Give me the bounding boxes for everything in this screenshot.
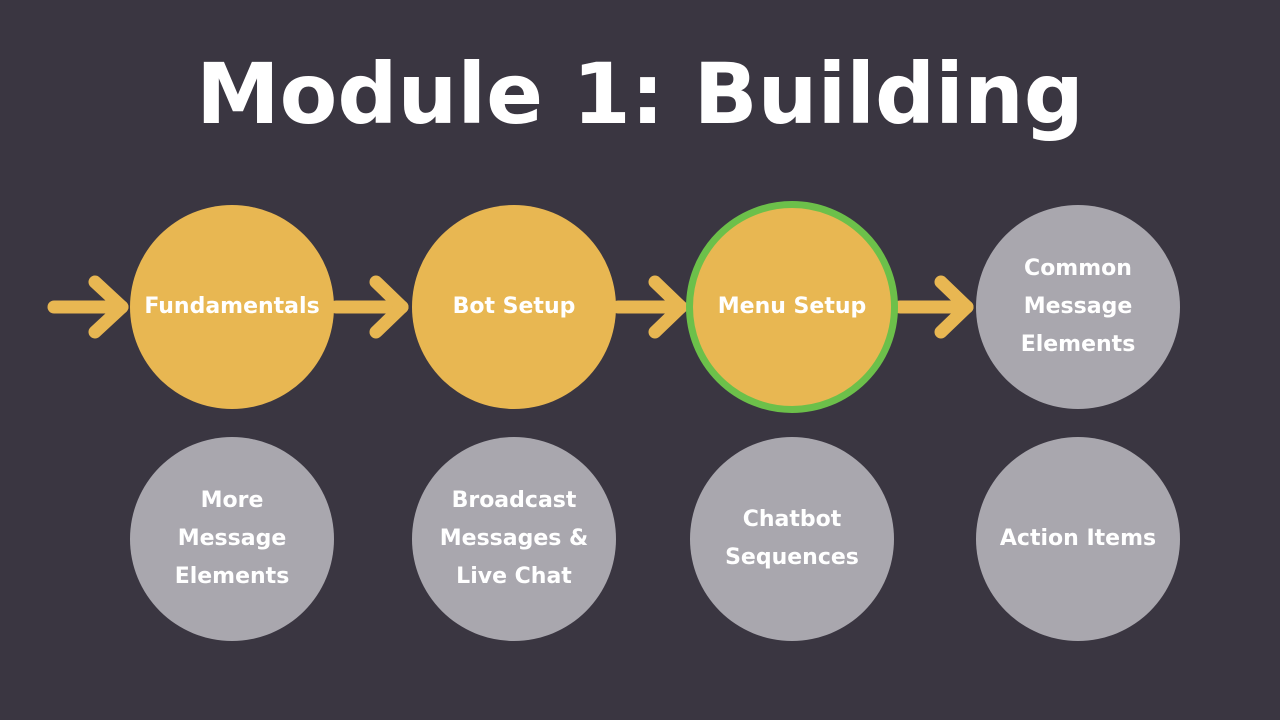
step-chatbot-sequences: Chatbot Sequences (690, 437, 894, 641)
step-label: Broadcast Messages & Live Chat (439, 488, 589, 589)
step-more-message-elements: More Message Elements (130, 437, 334, 641)
step-label: Bot Setup (452, 294, 576, 319)
step-common-message-elements: Common Message Elements (976, 205, 1180, 409)
entry-arrow (47, 275, 129, 339)
step-bot-setup: Bot Setup (412, 205, 616, 409)
step-label: More Message Elements (174, 488, 290, 589)
step-label: Fundamentals (144, 294, 320, 319)
step-fundamentals: Fundamentals (130, 205, 334, 409)
step-action-items: Action Items (976, 437, 1180, 641)
step-broadcast-messages-live-chat: Broadcast Messages & Live Chat (412, 437, 616, 641)
slide-title: Module 1: Building (196, 45, 1084, 143)
step-menu-setup: Menu Setup (686, 201, 898, 413)
step-label: Chatbot Sequences (725, 507, 859, 570)
step-label: Menu Setup (717, 294, 867, 319)
step-label: Common Message Elements (1020, 256, 1136, 357)
arrow-bot-setup-to-menu-setup (611, 275, 688, 339)
arrow-fundamentals-to-bot-setup (329, 275, 409, 339)
step-label: Action Items (999, 526, 1157, 551)
arrow-menu-setup-to-common-elements (893, 275, 974, 339)
